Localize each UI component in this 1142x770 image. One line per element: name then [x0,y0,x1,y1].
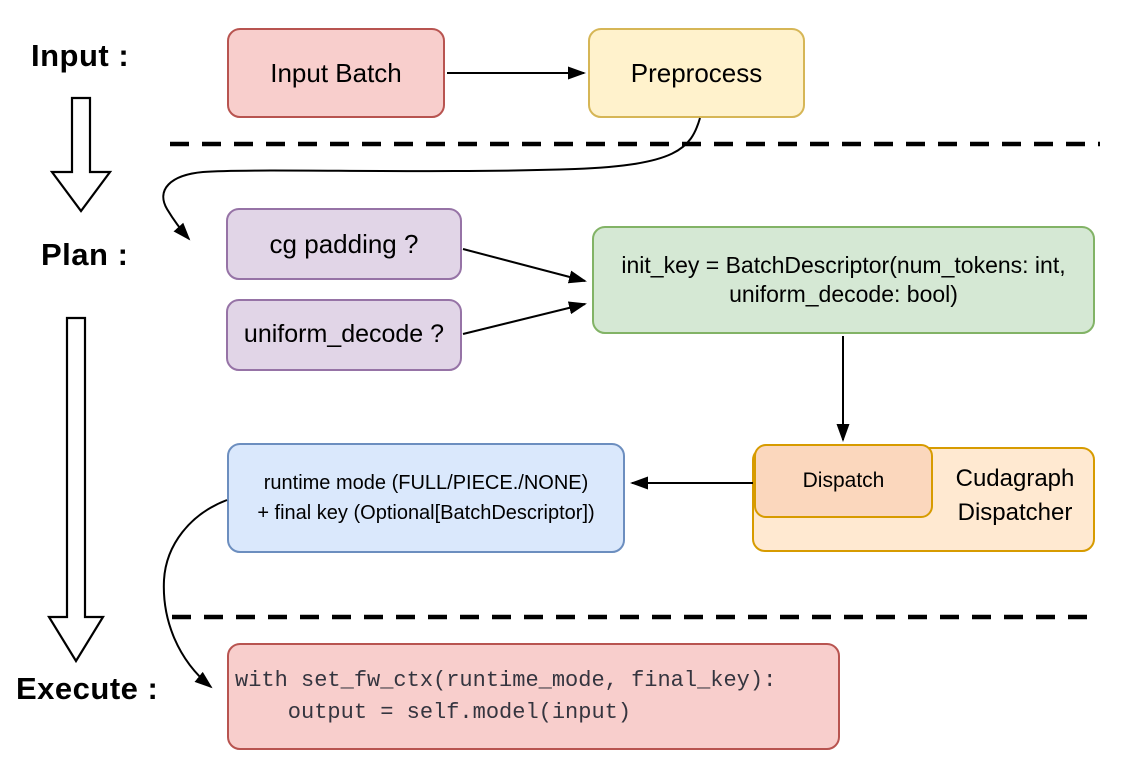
node-init-key: init_key = BatchDescriptor(num_tokens: i… [592,226,1095,334]
init-key-line2: uniform_decode: bool) [729,281,958,307]
runtime-mode-line2: + final key (Optional[BatchDescriptor]) [257,502,595,524]
edge-runtimemode-executecode [162,499,228,689]
node-input-batch: Input Batch [227,28,445,118]
cudagraph-dispatcher-label: Cudagraph Dispatcher [935,462,1095,529]
stage-arrow-plan-to-execute-icon [47,316,105,664]
cg-padding-label: cg padding ? [269,228,419,259]
edge-uniformdecode-initkey [462,301,587,335]
node-uniform-decode: uniform_decode ? [226,299,462,371]
cudagraph-line2: Dispatcher [957,498,1073,526]
node-preprocess: Preprocess [588,28,805,118]
uniform-decode-label: uniform_decode ? [243,320,445,349]
preprocess-label: Preprocess [630,57,763,88]
execute-code-line1: with set_fw_ctx(runtime_mode, final_key)… [235,667,777,693]
stage-label-input: Input : [31,38,130,73]
node-runtime-mode: runtime mode (FULL/PIECE./NONE) + final … [227,443,625,553]
execute-code-line2: output = self.model(input) [235,699,632,725]
stage-arrow-input-to-plan-icon [49,96,113,213]
cudagraph-line1: Cudagraph [955,465,1075,492]
input-batch-label: Input Batch [270,57,402,88]
stage-label-plan: Plan : [41,237,129,272]
stage-label-execute: Execute : [16,671,159,706]
runtime-mode-line1: runtime mode (FULL/PIECE./NONE) [263,472,589,494]
edge-cgpadding-initkey [462,248,587,284]
init-key-line1: init_key = BatchDescriptor(num_tokens: i… [621,252,1066,279]
dispatch-label: Dispatch [802,469,885,492]
node-cg-padding: cg padding ? [226,208,462,280]
node-dispatch: Dispatch [754,444,933,518]
node-execute-code: with set_fw_ctx(runtime_mode, final_key)… [227,643,840,750]
